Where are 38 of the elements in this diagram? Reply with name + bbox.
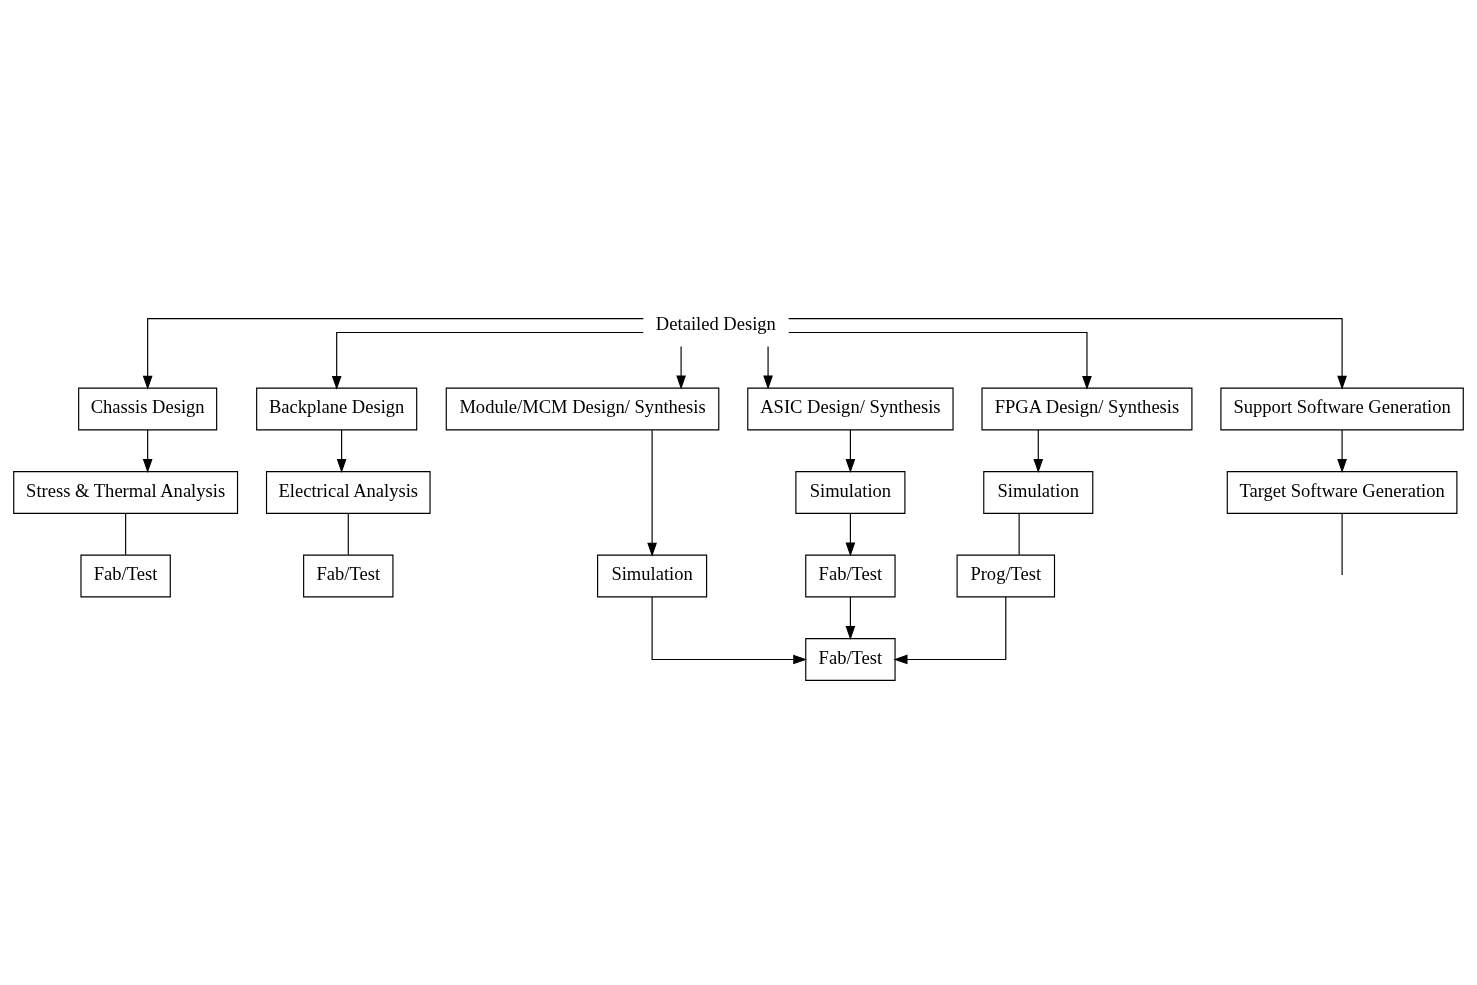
arrow — [142, 317, 644, 390]
arrow — [788, 331, 1092, 390]
node-box: Support Software Generation — [1220, 387, 1464, 431]
node-box: Target Software Generation — [1226, 471, 1458, 514]
node-box: Module/MCM Design/ Synthesis — [445, 387, 720, 431]
node-box: Simulation — [983, 471, 1094, 514]
arrow — [676, 346, 686, 390]
arrow — [763, 346, 773, 390]
connector — [1018, 513, 1020, 556]
node-box: Backplane Design — [256, 387, 418, 431]
node-box: Stress & Thermal Analysis — [13, 471, 239, 514]
arrow — [845, 513, 856, 557]
node-box: Fab/Test — [805, 554, 896, 598]
arrow — [845, 429, 856, 473]
arrow — [788, 317, 1347, 390]
arrow — [331, 331, 644, 390]
node-text: Detailed Design — [655, 312, 776, 334]
node-box: Fab/Test — [805, 638, 896, 681]
connector — [125, 513, 127, 556]
node-box: Electrical Analysis — [265, 471, 431, 514]
node-box: Simulation — [795, 471, 906, 514]
node-box: ASIC Design/ Synthesis — [747, 387, 954, 431]
arrow — [651, 596, 808, 665]
arrow — [1337, 429, 1347, 473]
connector — [1341, 513, 1343, 576]
arrow — [647, 429, 657, 557]
arrow — [1033, 429, 1044, 473]
node-box: Simulation — [597, 554, 708, 598]
arrow — [142, 429, 153, 473]
arrow — [845, 596, 856, 640]
connector — [347, 513, 349, 556]
arrow — [893, 596, 1007, 665]
arrow — [336, 429, 347, 473]
node-box: Prog/Test — [956, 554, 1056, 598]
node-box: Fab/Test — [303, 554, 394, 598]
node-box: FPGA Design/ Synthesis — [981, 387, 1193, 431]
node-box: Chassis Design — [78, 387, 218, 431]
node-box: Fab/Test — [80, 554, 171, 598]
